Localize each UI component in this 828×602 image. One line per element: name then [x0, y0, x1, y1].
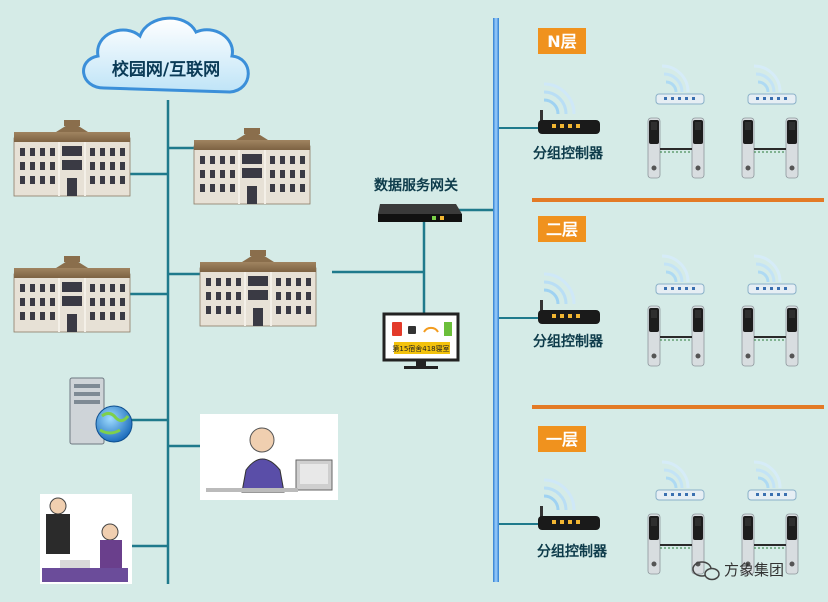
- router-icon: [536, 82, 602, 136]
- door-lock-icon: [741, 117, 799, 179]
- door-lock-icon: [741, 305, 799, 367]
- floor-divider: [532, 405, 824, 409]
- operator-illustration: [200, 414, 338, 500]
- monitor-icon: [382, 312, 460, 369]
- controller-label: 分组控制器: [537, 543, 608, 560]
- router-icon: [536, 478, 602, 532]
- controller-label: 分组控制器: [533, 333, 604, 350]
- cloud-label: 校园网/互联网: [112, 59, 220, 80]
- access-point-icon: [654, 254, 706, 296]
- watermark-text: 方象集团: [724, 561, 784, 579]
- door-lock-icon: [647, 305, 705, 367]
- building-icon: [13, 119, 131, 197]
- floor-badge: [538, 426, 586, 452]
- building-icon: [193, 127, 311, 205]
- access-point-icon: [654, 460, 706, 502]
- floor-badge-label: 二层: [546, 220, 578, 239]
- floor-divider: [532, 198, 824, 202]
- building-icon: [199, 249, 317, 327]
- access-point-icon: [654, 64, 706, 106]
- cloud-icon: [82, 16, 250, 94]
- gateway-device-icon: [378, 204, 462, 222]
- floor-badge: [538, 216, 586, 242]
- server-icon: [69, 377, 105, 445]
- door-lock-icon: [647, 117, 705, 179]
- floor-badge-label: N层: [547, 32, 576, 51]
- gateway-label: 数据服务网关: [374, 177, 458, 194]
- access-point-icon: [746, 64, 798, 106]
- globe-icon: [95, 405, 133, 443]
- meeting-illustration: [40, 494, 132, 584]
- monitor-screen-text: 第15宿舍418寝室: [392, 344, 449, 353]
- access-point-icon: [746, 460, 798, 502]
- building-icon: [13, 255, 131, 333]
- wechat-icon: [692, 561, 720, 581]
- floor-badge: [538, 28, 586, 54]
- left-network-lines: [128, 100, 496, 584]
- controller-label: 分组控制器: [533, 145, 604, 162]
- router-icon: [536, 272, 602, 326]
- floor-badge-label: 一层: [546, 430, 578, 449]
- access-point-icon: [746, 254, 798, 296]
- backbone-trunk: [493, 18, 499, 582]
